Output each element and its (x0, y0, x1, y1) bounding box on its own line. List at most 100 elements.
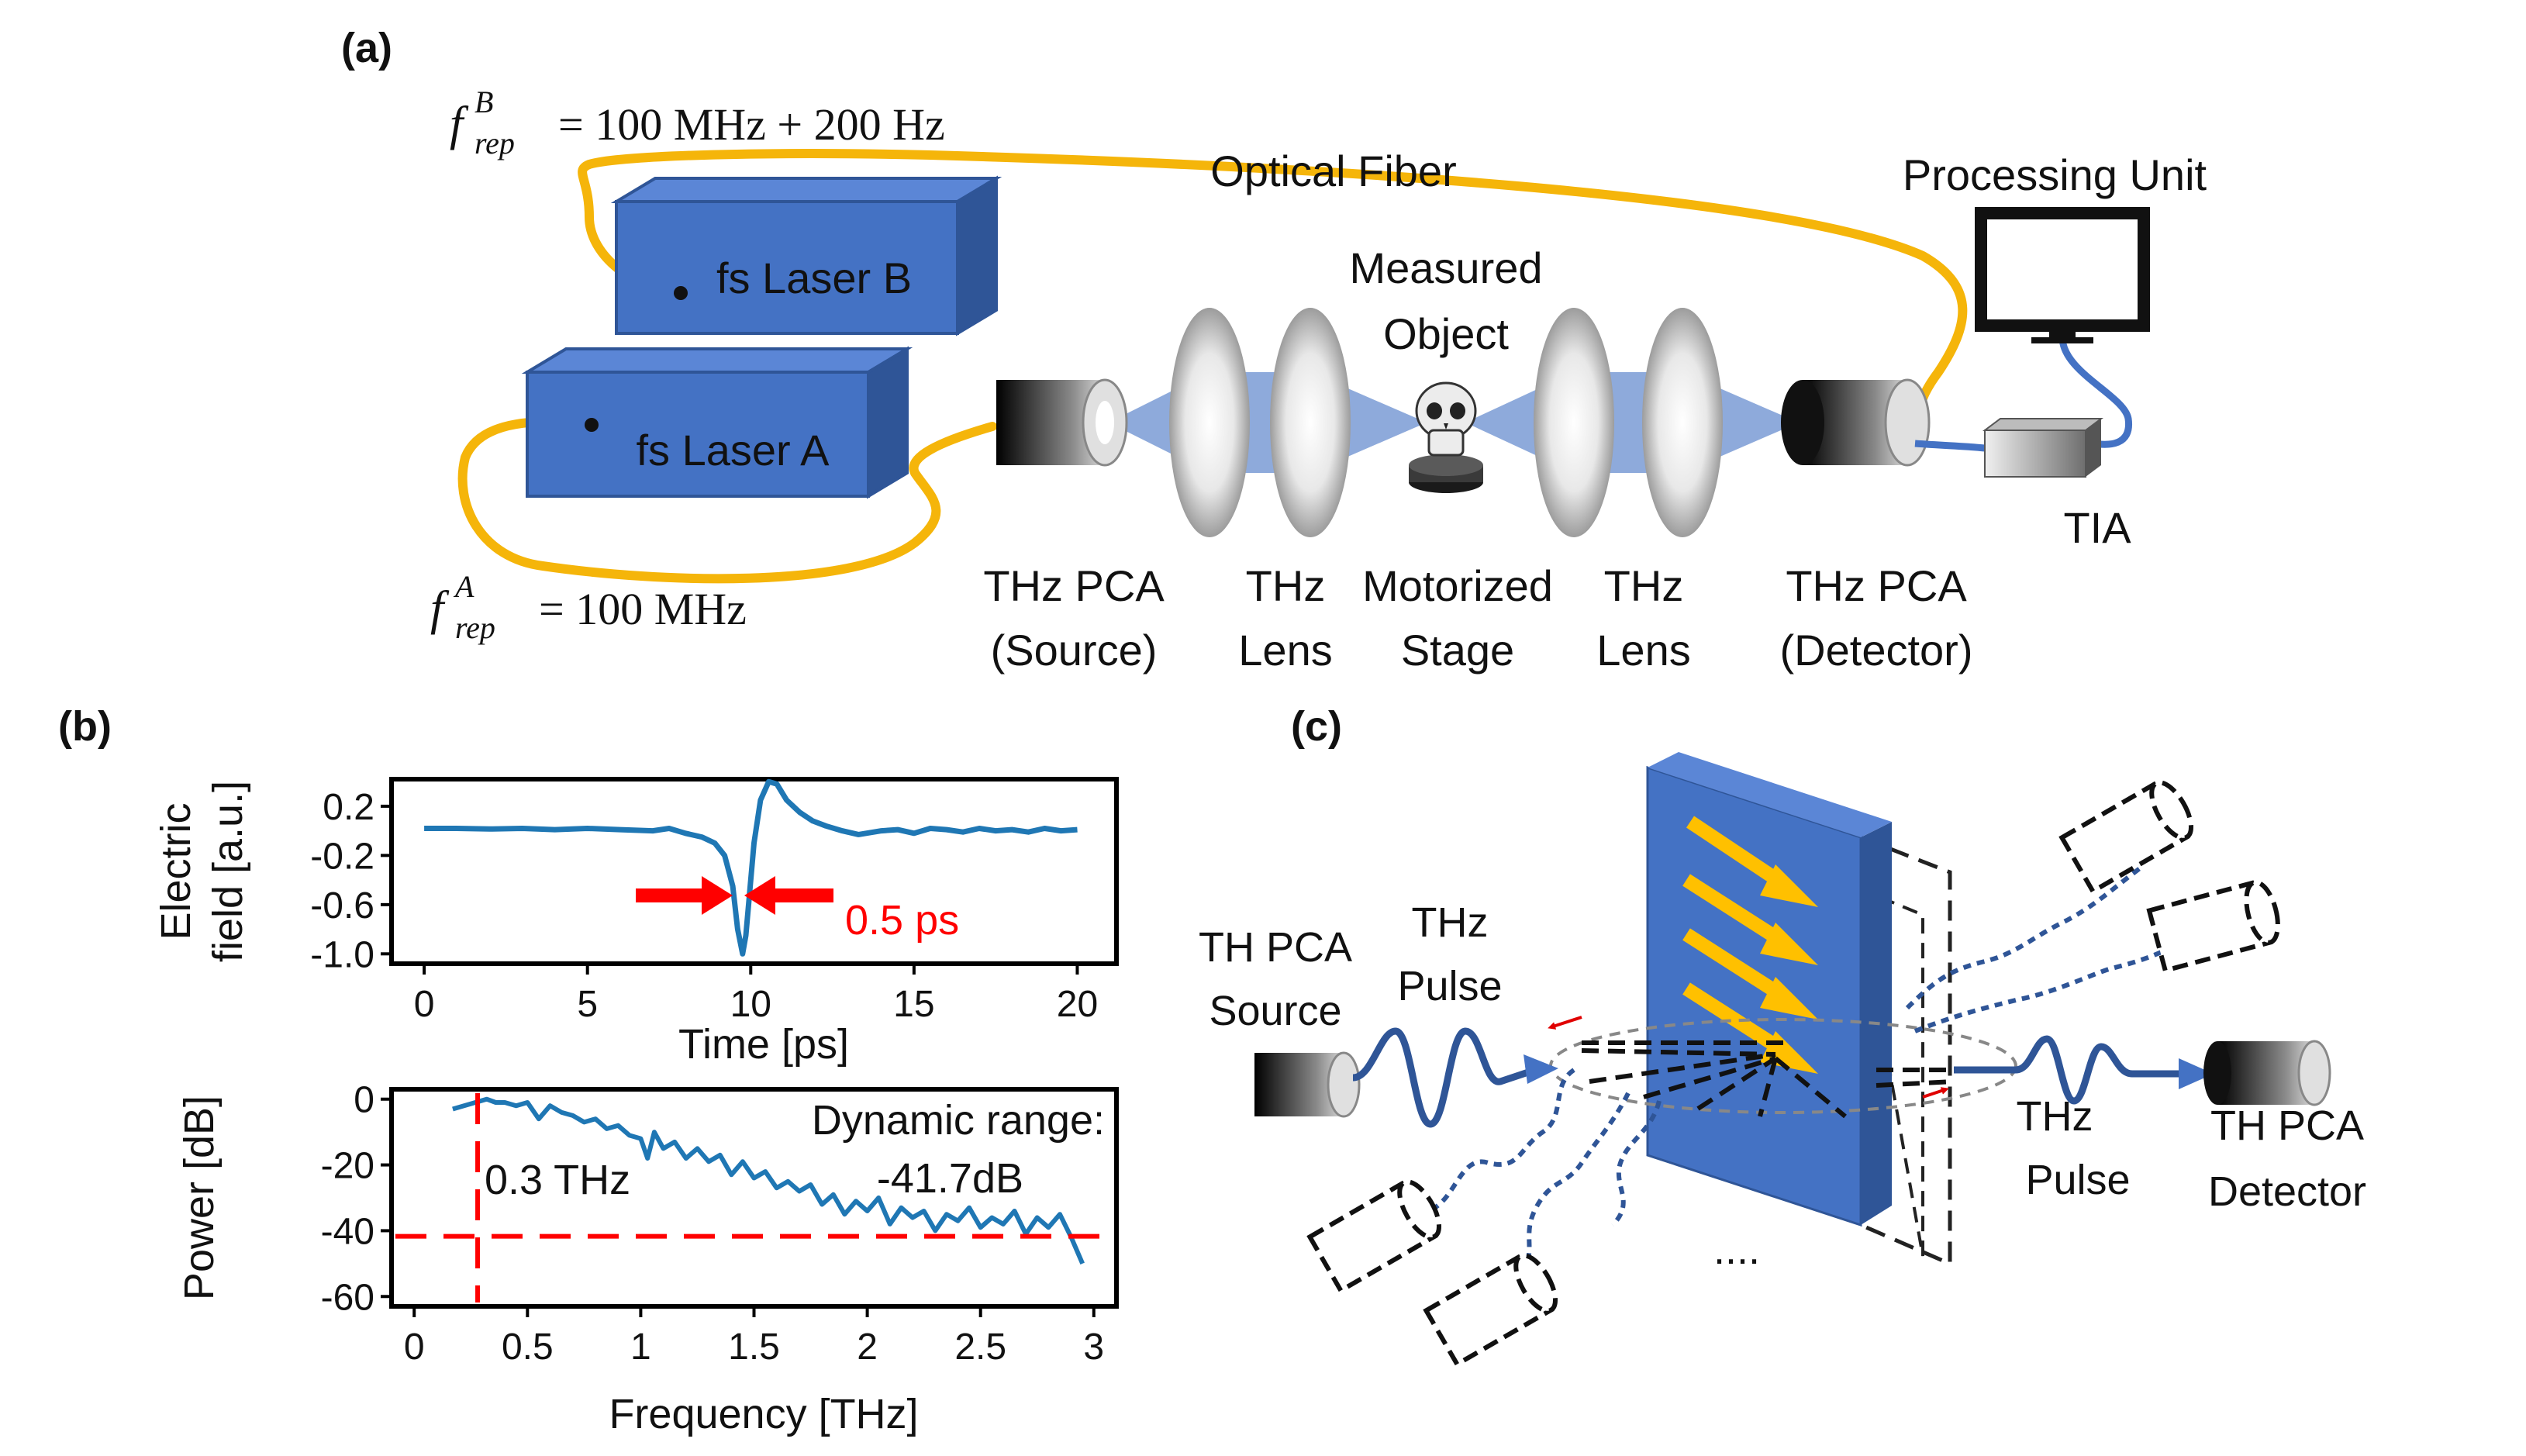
chart2-ytick-label: -40 (321, 1211, 374, 1252)
annotation-freq: 0.3 THz (485, 1157, 630, 1203)
c-detector-2: Detector (2208, 1168, 2366, 1215)
laser-b-label: fs Laser B (716, 254, 912, 302)
chart2-xtick-label: 1 (630, 1327, 651, 1368)
svg-text:f: f (430, 582, 450, 635)
chart1-ytick-label: 0.2 (323, 787, 374, 828)
chart1-ytick-label: -0.2 (310, 836, 374, 877)
red-arrow-right (1922, 1087, 1949, 1099)
monitor-icon (1975, 207, 2150, 343)
pulse-out-arrowhead (2179, 1058, 2214, 1089)
measured-object-line2: Object (1383, 309, 1509, 358)
chart-time-domain: 0 5 10 15 20 0.2 -0.2 -0.6 -1.0 Time [ps] Electr… (153, 777, 1119, 1068)
chart2-ytick-label: 0 (354, 1080, 374, 1121)
c-ellipsis: .... (1713, 1227, 1760, 1273)
panel-c: (c) (1199, 703, 2366, 1368)
svg-text:A: A (453, 569, 474, 604)
chart1-ytick-label: -0.6 (310, 885, 374, 926)
chart2-xtick-label: 2 (857, 1327, 878, 1368)
pulse-arrowhead-right (744, 876, 775, 915)
signal-cable (1914, 440, 1986, 452)
red-arrow-left (1548, 1016, 1582, 1030)
caption-stage-2: Stage (1401, 626, 1514, 675)
measured-object-line1: Measured (1349, 243, 1542, 292)
caption-lens1-1: THz (1246, 561, 1326, 610)
chart-frequency-domain: 0 0.5 1 1.5 2 2.5 3 0 -20 -40 -60 0.3 THz Dynamic … (176, 1080, 1119, 1437)
svg-text:= 100 MHz: = 100 MHz (539, 584, 747, 634)
ghost-detectors (1306, 780, 2280, 1368)
chart2-xlabel: Frequency [THz] (609, 1391, 918, 1437)
laser-b: fs Laser B (610, 175, 1002, 336)
chart1-series-line (424, 778, 1078, 957)
chart1-xtick-label: 5 (577, 984, 598, 1025)
caption-pca-source-1: THz PCA (983, 561, 1165, 610)
chart2-ytick-label: -60 (321, 1277, 374, 1318)
chart1-xtick-label: 0 (414, 984, 435, 1025)
optical-fiber-a (457, 417, 997, 584)
pca-source (996, 378, 1128, 467)
panel-c-tag: (c) (1291, 703, 1342, 750)
pulse-out-wave (1954, 1035, 2186, 1105)
caption-lens2-2: Lens (1596, 626, 1690, 675)
svg-text:f: f (450, 98, 469, 150)
c-source-1: TH PCA (1199, 924, 1352, 971)
chart2-series-line (452, 1096, 1085, 1265)
chart2-xtick-label: 0.5 (502, 1327, 554, 1368)
chart1-xtick-label: 20 (1057, 984, 1098, 1025)
caption-lens2-1: THz (1604, 561, 1684, 610)
svg-text:= 100 MHz + 200 Hz: = 100 MHz + 200 Hz (558, 99, 945, 150)
caption-lens1-2: Lens (1238, 626, 1332, 675)
caption-pca-detector-1: THz PCA (1786, 561, 1967, 610)
annotation-range-2: -41.7dB (877, 1155, 1023, 1202)
c-source-2: Source (1209, 988, 1341, 1034)
chart1-xlabel: Time [ps] (678, 1021, 849, 1068)
c-pulse-in-1: THz (1412, 899, 1489, 946)
thz-lens-1 (1169, 308, 1351, 537)
tia-label: TIA (2063, 503, 2131, 552)
chart2-xtick-label: 0 (404, 1327, 425, 1368)
chart2-xtick-label: 1.5 (728, 1327, 780, 1368)
freq-b-label: f B rep = 100 MHz + 200 Hz (450, 85, 945, 160)
thz-lens-2 (1534, 308, 1723, 537)
panel-b-tag: (b) (58, 703, 112, 750)
pca-detector (1781, 378, 1931, 467)
optical-fiber-label: Optical Fiber (1210, 147, 1456, 195)
c-pulse-out-2: Pulse (2025, 1157, 2130, 1203)
caption-pca-source-2: (Source) (991, 626, 1158, 675)
chart2-xtick-label: 2.5 (954, 1327, 1006, 1368)
pulse-in-wave (1352, 1027, 1537, 1128)
chart1-ytick-label: -1.0 (310, 934, 374, 975)
captions-a: THz PCA (Source) THz Lens Motorized Stag… (983, 561, 1972, 675)
panel-a-tag: (a) (341, 25, 392, 71)
annotation-range-1: Dynamic range: (812, 1097, 1105, 1144)
chart1-ylabel-line2: field [a.u.] (205, 781, 251, 962)
svg-text:rep: rep (455, 610, 495, 645)
processing-unit-label: Processing Unit (1903, 150, 2207, 199)
tia-box (1982, 418, 2103, 478)
pca-detector-c (2203, 1040, 2331, 1106)
caption-pca-detector-2: (Detector) (1780, 626, 1973, 675)
c-pulse-in-2: Pulse (1397, 963, 1502, 1009)
chart2-ylabel: Power [dB] (176, 1095, 223, 1300)
chart2-ytick-label: -20 (321, 1146, 374, 1187)
chart1-frame (389, 777, 1119, 966)
c-pulse-out-1: THz (2017, 1093, 2093, 1140)
chart2-xtick-label: 3 (1083, 1327, 1104, 1368)
pulse-arrowhead-left (702, 876, 733, 915)
svg-text:rep: rep (474, 126, 515, 160)
scatter-rays (1581, 1040, 1955, 1119)
pca-source-c (1254, 1051, 1361, 1118)
chart1-xtick-label: 10 (730, 984, 771, 1025)
c-detector-1: TH PCA (2210, 1102, 2364, 1149)
chart1-xtick-label: 15 (893, 984, 934, 1025)
chart1-ylabel-line1: Electric (153, 802, 199, 940)
skull-icon (1409, 381, 1483, 493)
panel-a: (a) fs Laser B fs Laser A f B rep = 100 … (341, 25, 2207, 675)
caption-stage-1: Motorized (1362, 561, 1553, 610)
monitor-cable (2058, 336, 2132, 448)
optical-fiber-b (578, 149, 1968, 423)
svg-text:B: B (474, 85, 493, 119)
pulse-width-label: 0.5 ps (845, 897, 959, 944)
laser-a: fs Laser A (521, 346, 913, 499)
